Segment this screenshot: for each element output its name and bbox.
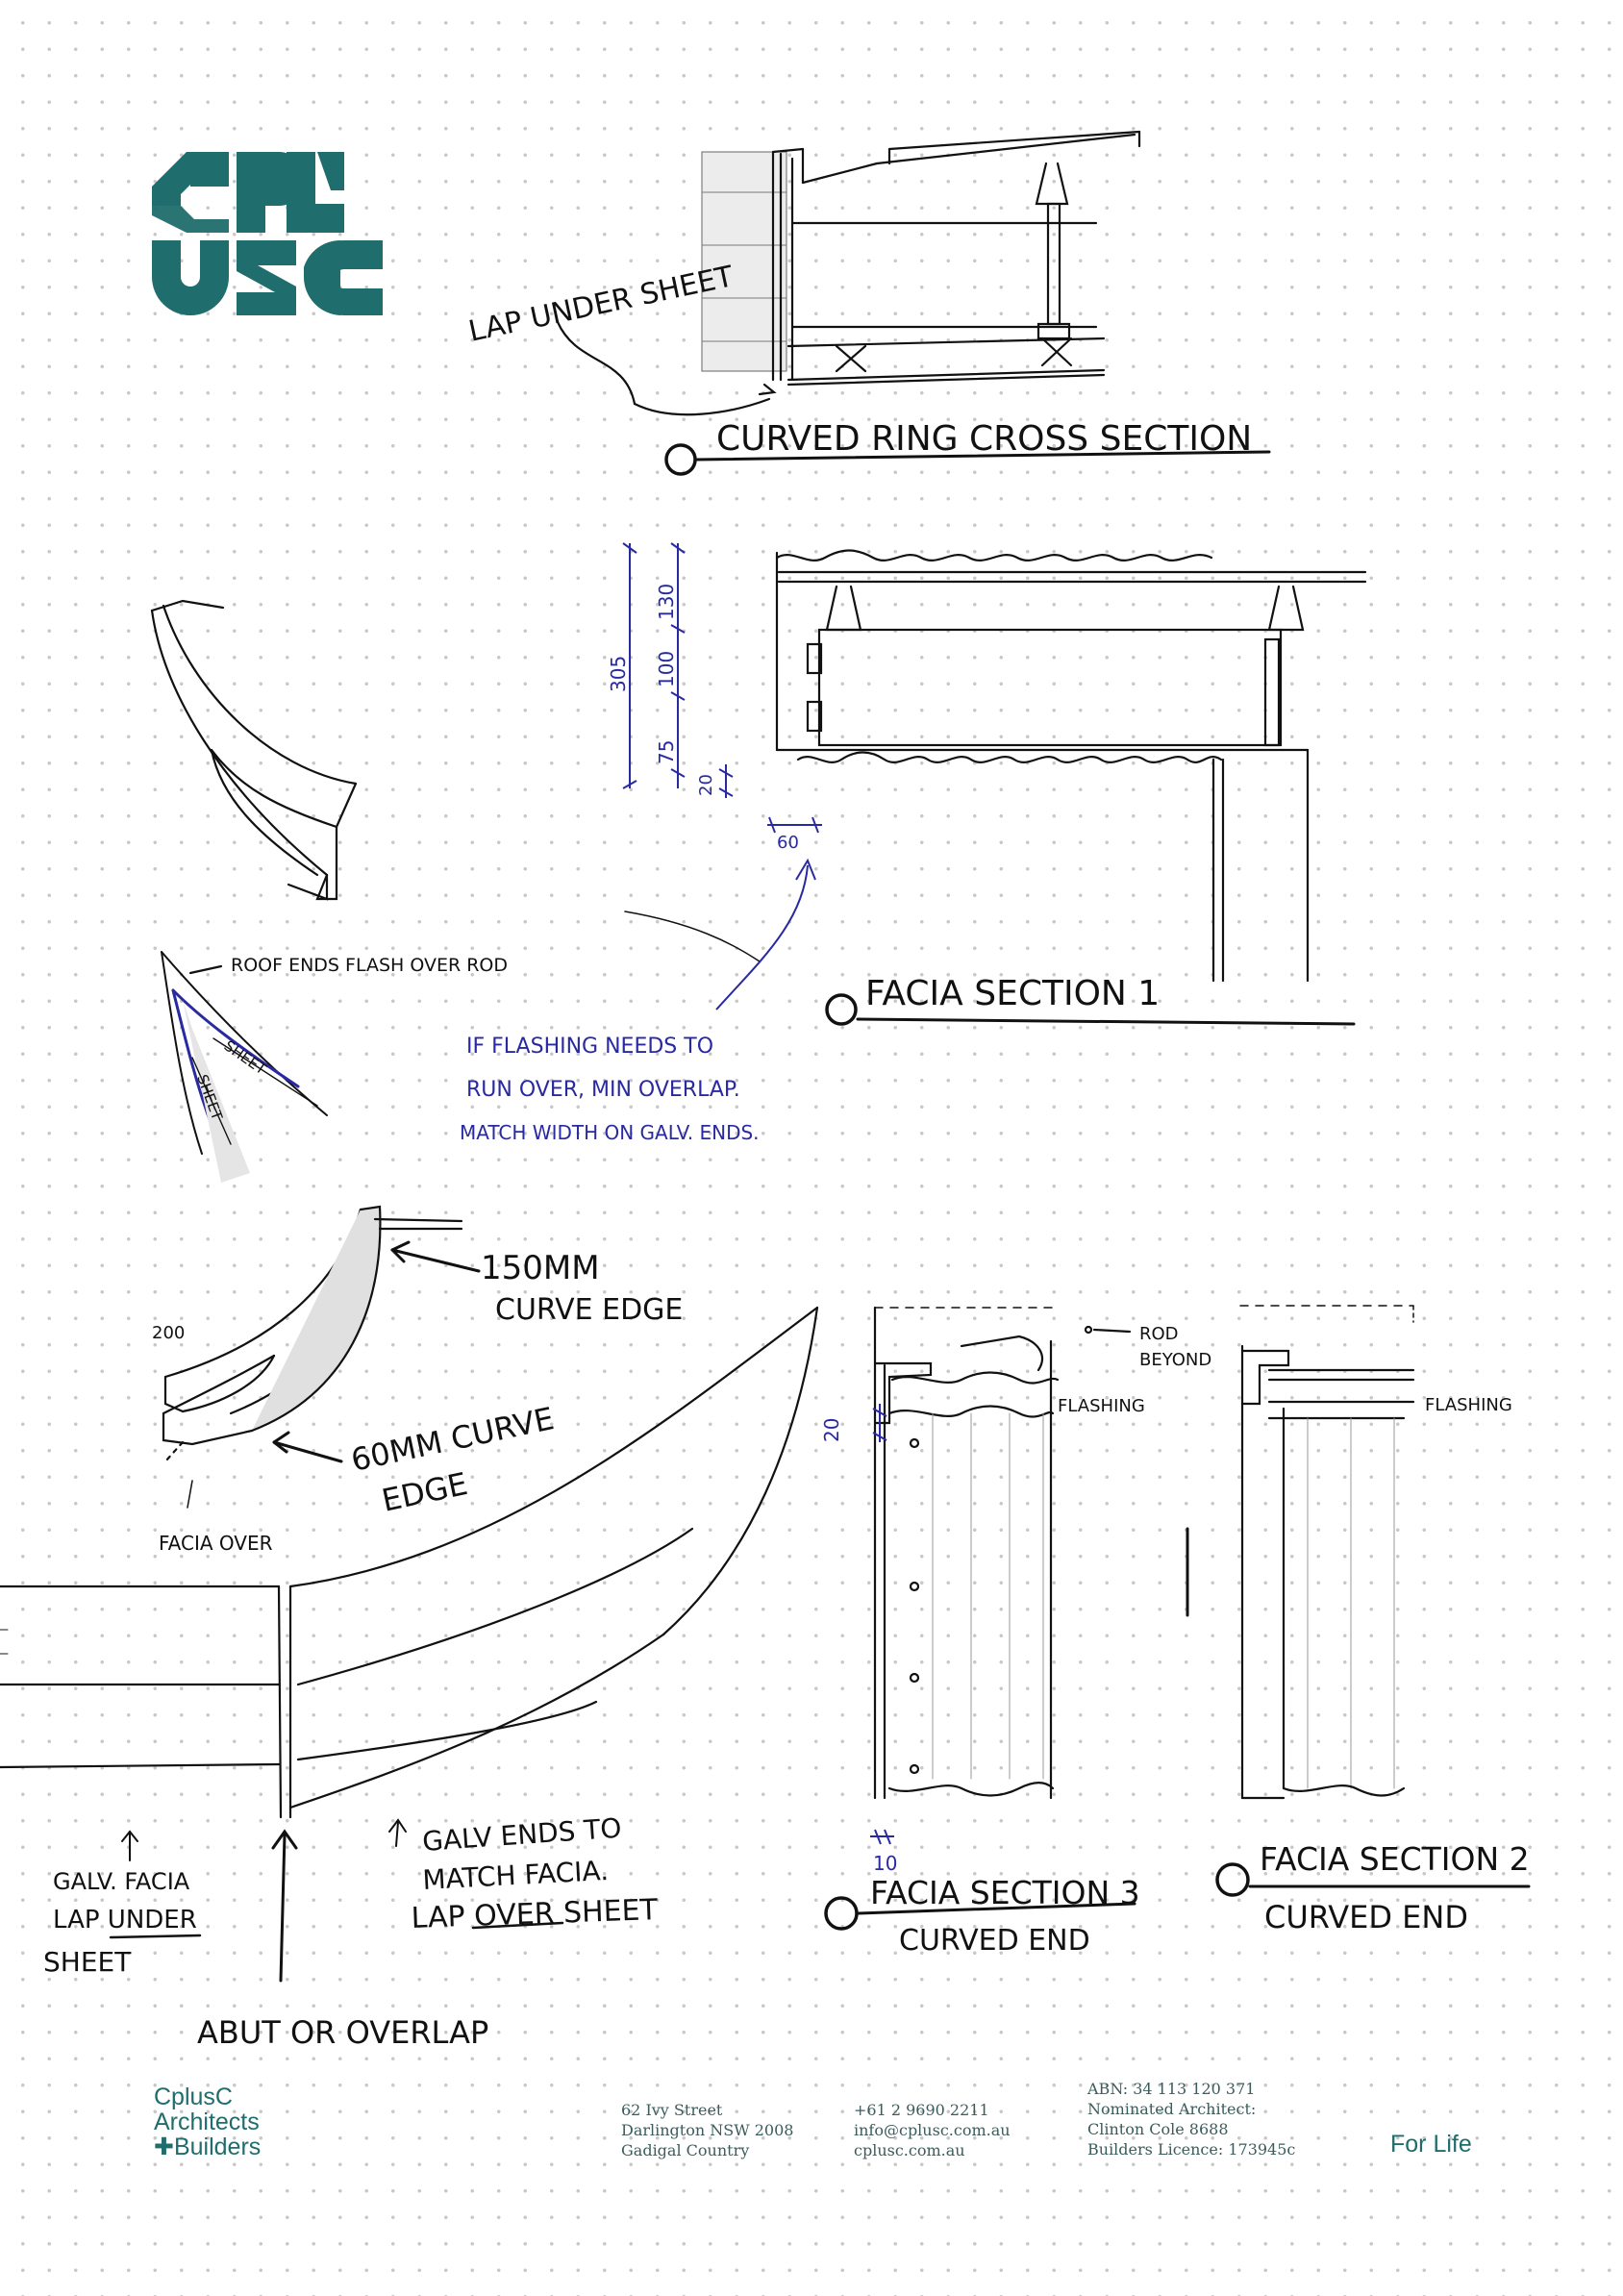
curve-150-label: 150MM [481, 1249, 600, 1287]
footer-architect-name: Clinton Cole 8688 [1087, 2120, 1229, 2138]
facia-section-2-title: FACIA SECTION 2 [1260, 1840, 1530, 1878]
dim-75: 75 [655, 740, 678, 764]
flashing-note-3: MATCH WIDTH ON GALV. ENDS. [460, 1121, 760, 1144]
roof-ends-note: ROOF ENDS FLASH OVER ROD [231, 955, 508, 976]
flashing-note-2: RUN OVER, MIN OVERLAP. [466, 1078, 740, 1102]
footer-website[interactable]: cplusc.com.au [854, 2141, 965, 2159]
galv-facia-line3: SHEET [43, 1946, 132, 1978]
galv-ends-line2: MATCH FACIA. [422, 1855, 610, 1896]
footer-address: 62 Ivy Street Darlington NSW 2008 Gadiga… [621, 2100, 793, 2160]
cross-section-title: CURVED RING CROSS SECTION [716, 419, 1252, 459]
flashing-label-1: FLASHING [1058, 1396, 1145, 1416]
footer-phone[interactable]: +61 2 9690 2211 [854, 2101, 989, 2119]
facia-section-3-title: FACIA SECTION 3 [870, 1874, 1140, 1911]
flashing-label-2: FLASHING [1425, 1395, 1512, 1415]
cplusc-logo [152, 152, 383, 315]
galv-ends-line3: LAP OVER SHEET [411, 1893, 659, 1935]
sketch-annotations: LAP UNDER SHEET CURVED RING CROSS SECTIO… [43, 260, 1530, 2051]
sheet-label-2: SHEET [193, 1072, 226, 1123]
dim-60: 60 [777, 833, 799, 853]
footer-brand: CplusC Architects ✚Builders [154, 2084, 261, 2159]
facia-section-3-drawing [873, 1306, 1189, 1800]
brand-line-builders: ✚Builders [154, 2134, 262, 2160]
dim-20a: 20 [696, 774, 716, 796]
dim-20b: 20 [820, 1418, 843, 1442]
abut-overlap-label: ABUT OR OVERLAP [197, 2014, 488, 2051]
dim-305: 305 [607, 656, 630, 692]
galv-ends-line1: GALV ENDS TO [421, 1812, 622, 1858]
footer-architect-label: Nominated Architect: [1087, 2100, 1257, 2118]
dim-10: 10 [873, 1852, 897, 1875]
address-suburb: Darlington NSW 2008 [621, 2121, 794, 2139]
dim-130: 130 [655, 584, 678, 620]
curve-60-edge-label: EDGE [379, 1465, 471, 1519]
footer-abn: ABN: 34 113 120 371 [1087, 2080, 1256, 2098]
beyond-label: BEYOND [1139, 1350, 1211, 1370]
footer-contact: +61 2 9690 2211 info@cplusc.com.au cplus… [854, 2100, 1011, 2160]
dim-200: 200 [152, 1323, 185, 1343]
address-country: Gadigal Country [621, 2141, 750, 2159]
footer-tagline: For Life [1390, 2131, 1472, 2158]
facia-section-2-drawing [1239, 1305, 1415, 1800]
dim-100: 100 [655, 651, 678, 687]
facia-section-3-subtitle: CURVED END [899, 1924, 1090, 1958]
flashing-note-1: IF FLASHING NEEDS TO [466, 1035, 713, 1059]
facia-section-1-title: FACIA SECTION 1 [865, 974, 1160, 1013]
facia-over-label: FACIA OVER [159, 1532, 273, 1555]
brand-line-cplusc: CplusC [154, 2084, 233, 2110]
galv-facia-line1: GALV. FACIA [53, 1868, 190, 1895]
footer-licence: Builders Licence: 173945c [1087, 2140, 1296, 2159]
footer-email[interactable]: info@cplusc.com.au [854, 2121, 1011, 2139]
curve-150-edge-label: CURVE EDGE [495, 1293, 683, 1327]
facia-section-1-drawing [775, 549, 1367, 983]
rod-label: ROD [1139, 1324, 1179, 1344]
galv-facia-line2: LAP UNDER [53, 1906, 197, 1934]
cross-section-drawing [701, 130, 1141, 387]
facia-section-2-subtitle: CURVED END [1264, 1899, 1468, 1935]
address-street: 62 Ivy Street [621, 2101, 723, 2119]
lap-under-sheet-label: LAP UNDER SHEET [465, 260, 737, 349]
brand-line-architects: Architects [154, 2109, 260, 2135]
footer-registration: ABN: 34 113 120 371 Nominated Architect:… [1087, 2079, 1295, 2159]
